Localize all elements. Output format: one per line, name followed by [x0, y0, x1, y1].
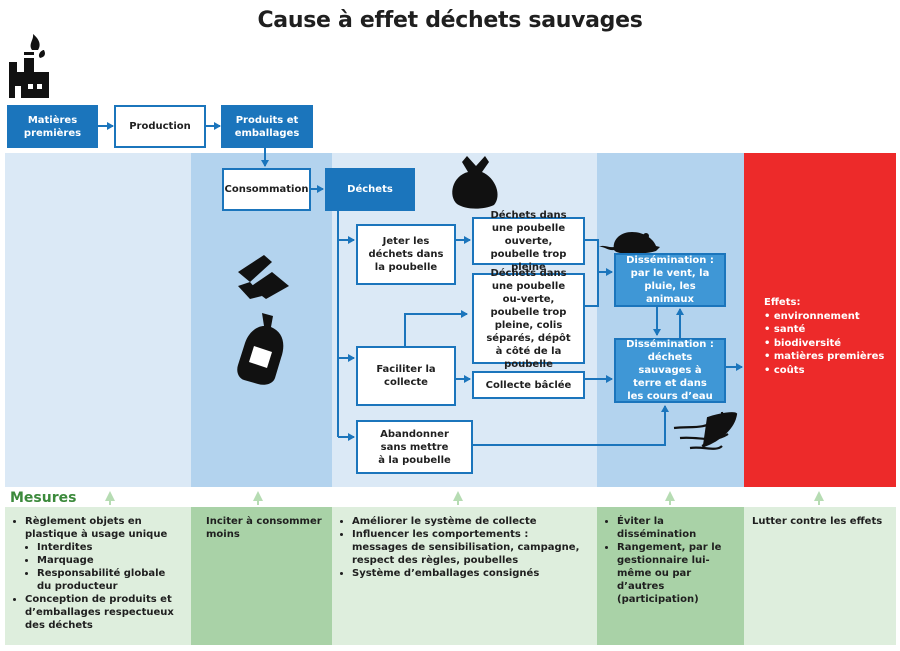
- matieres-premieres-box: Matières premières: [7, 105, 98, 148]
- crushed-can-icon: [238, 255, 289, 299]
- effets-title: Effets:: [764, 297, 801, 308]
- consommation-box: Consommation: [222, 168, 311, 211]
- effet-item: santé: [764, 323, 884, 337]
- mesure-subitem: Interdites: [37, 541, 181, 554]
- production-box: Production: [114, 105, 206, 148]
- mesures-col-4: Éviter la dissémination Rangement, par l…: [597, 507, 744, 645]
- mesures-band-3: [332, 507, 597, 645]
- effet-item: matières premières: [764, 350, 884, 364]
- bottle-icon: [237, 313, 284, 385]
- mesure-item: Éviter la dissémination: [617, 515, 734, 541]
- collecte-baclee-box: Collecte bâclée: [472, 371, 585, 399]
- trash-bag-icon: [452, 156, 498, 209]
- rat-icon: [599, 232, 660, 254]
- arrow-faciliter-detail: [404, 310, 468, 346]
- mesures-band-2: [191, 507, 332, 645]
- mesure-item: Influencer les comportements : messages …: [352, 528, 587, 567]
- page-title: Cause à effet déchets sauvages: [257, 8, 643, 33]
- factory-icon: [9, 34, 49, 98]
- abandonner-box: Abandonner sans mettre à la poubelle: [356, 420, 473, 474]
- mesure-subitem: Marquage: [37, 554, 181, 567]
- mesures-title: Mesures: [10, 490, 77, 506]
- faciliter-collecte-box: Faciliter la collecte: [356, 346, 456, 406]
- dechets-box: Déchets: [325, 168, 415, 211]
- mesures-arrows: [105, 491, 824, 505]
- jeter-poubelle-box: Jeter les déchets dans la poubelle: [356, 224, 456, 285]
- effets-list: Effets: environnement santé biodiversité…: [764, 296, 884, 377]
- wind-leaf-icon: [673, 411, 738, 450]
- mesures-band-1: [5, 507, 191, 645]
- mesures-col-2: Inciter à consommer moins: [191, 507, 332, 645]
- mesure-item: Règlement objets en plastique à usage un…: [25, 515, 181, 541]
- produits-emballages-box: Produits et emballages: [221, 105, 313, 148]
- dissemination-sol-box: Dissémination : déchets sauvages à terre…: [614, 338, 726, 403]
- bracket-poubelles: [585, 239, 599, 307]
- mesures-col-5: Lutter contre les effets: [744, 507, 896, 645]
- effet-item: environnement: [764, 310, 884, 324]
- zone-source: [5, 153, 191, 487]
- mesures-band-5: [744, 507, 896, 645]
- poubelle-ouverte-box: Déchets dans une poubelle ouverte, poube…: [472, 210, 585, 273]
- mesures-col-3: Améliorer le système de collecte Influen…: [332, 507, 597, 645]
- mesure-item: Lutter contre les effets: [752, 516, 883, 527]
- mesure-item: Inciter à consommer moins: [206, 516, 322, 540]
- mesure-item: Rangement, par le gestionnaire lui-même …: [617, 541, 734, 606]
- mesure-item: Améliorer le système de collecte: [352, 515, 587, 528]
- dissemination-vent-box: Dissémination : par le vent, la pluie, l…: [614, 253, 726, 307]
- arrow-abandonner-dissem: [473, 405, 669, 446]
- mesures-col-1: Règlement objets en plastique à usage un…: [5, 507, 191, 645]
- effet-item: biodiversité: [764, 337, 884, 351]
- mesure-subitem: Responsabilité globale du producteur: [37, 567, 181, 593]
- mesure-item: Système d’emballages consignés: [352, 567, 587, 580]
- mesure-item: Conception de produits et d’emballages r…: [25, 593, 181, 632]
- mesures-band-4: [597, 507, 744, 645]
- poubelle-detail-box: Déchets dans une poubelle ou-verte, poub…: [472, 268, 585, 370]
- effet-item: coûts: [764, 364, 884, 378]
